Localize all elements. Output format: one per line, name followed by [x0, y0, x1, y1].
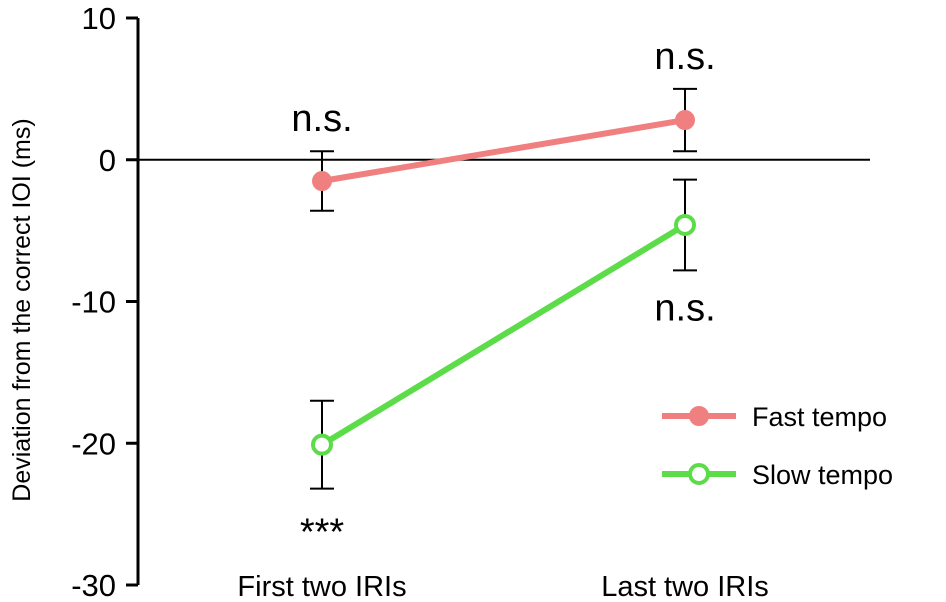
- x-category-label: First two IRIs: [237, 571, 406, 602]
- y-tick-label: -30: [71, 568, 116, 602]
- y-tick-label: 0: [99, 143, 116, 178]
- data-point: [312, 171, 332, 192]
- legend-swatch-marker: [688, 463, 710, 485]
- y-tick-label: 10: [82, 1, 116, 36]
- data-point: [311, 433, 333, 456]
- data-point: [675, 110, 695, 131]
- legend-label: Slow tempo: [752, 460, 893, 490]
- significance-label: n.s.: [654, 287, 715, 329]
- significance-label: ***: [300, 512, 345, 554]
- series-layer: [310, 87, 697, 490]
- y-axis-title: Deviation from the correct IOI (ms): [8, 118, 36, 501]
- legend-label: Fast tempo: [752, 402, 887, 432]
- y-tick-label: -10: [71, 285, 116, 320]
- data-point: [674, 213, 696, 236]
- x-axis: First two IRIs Last two IRIs: [237, 571, 768, 602]
- series-line: [321, 117, 686, 184]
- x-category-label: Last two IRIs: [601, 571, 769, 602]
- y-tick-label: -20: [71, 426, 116, 461]
- series-line: [320, 222, 687, 448]
- y-axis: 10 0 -10 -20 -30: [71, 1, 870, 602]
- significance-label: n.s.: [291, 98, 352, 140]
- legend-swatch-marker: [689, 406, 709, 426]
- annotation-layer: n.s. n.s. n.s. ***: [291, 36, 715, 554]
- significance-label: n.s.: [654, 36, 715, 78]
